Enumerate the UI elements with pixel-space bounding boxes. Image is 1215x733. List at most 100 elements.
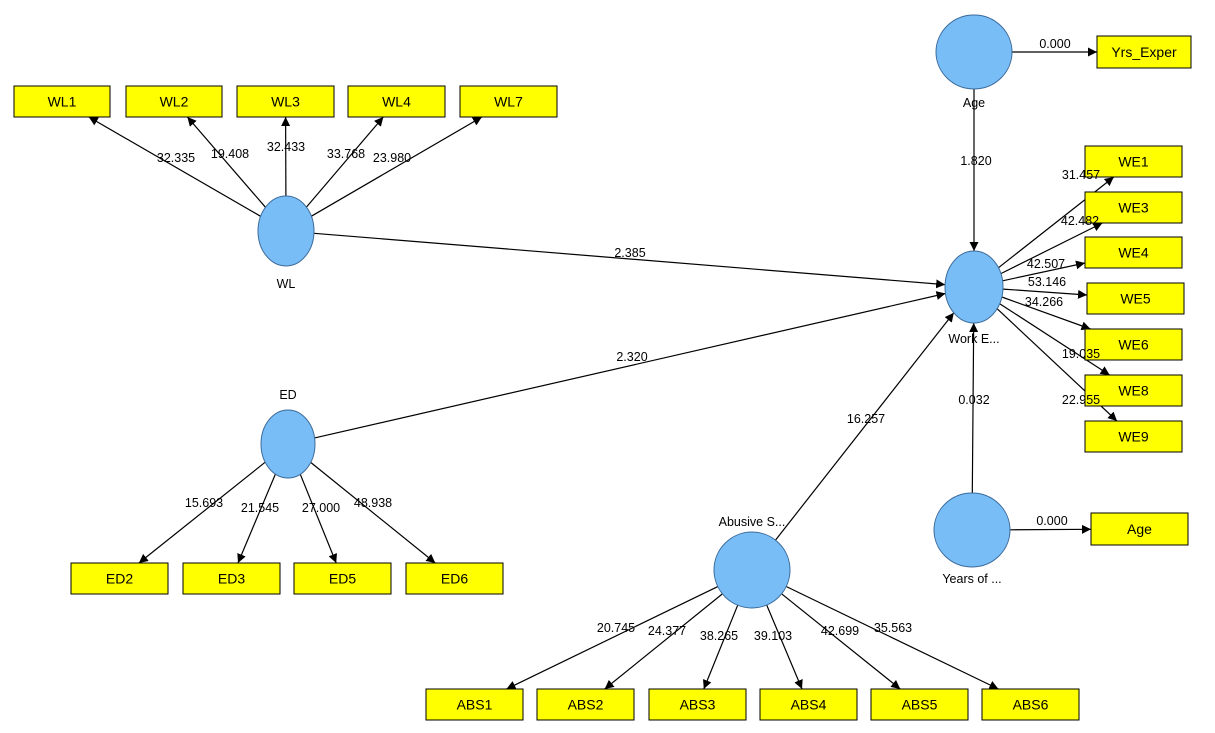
indicator-rect[interactable] — [125, 85, 223, 118]
indicator-rect[interactable] — [870, 688, 969, 721]
latent-label: Work E... — [948, 332, 999, 346]
latent-ellipse[interactable] — [260, 409, 316, 479]
path-arrow-abs-to-abs3 — [703, 604, 739, 690]
indicator-label: ABS6 — [1013, 697, 1049, 713]
indicator-box-we3[interactable]: WE3 — [1084, 191, 1183, 224]
indicator-rect[interactable] — [759, 688, 858, 721]
indicator-rect[interactable] — [1084, 145, 1183, 178]
indicator-label: WE9 — [1118, 429, 1149, 445]
indicator-box-we9[interactable]: WE9 — [1084, 420, 1183, 453]
path-arrow-yoe-to-age_ind — [1009, 524, 1092, 534]
path-arrow-ed-to-ed3 — [237, 473, 276, 564]
path-coefficient-we-to-we8: 19.035 — [1062, 347, 1100, 361]
indicator-label: ABS3 — [680, 697, 716, 713]
indicator-rect[interactable] — [405, 562, 504, 595]
latent-node-we[interactable]: Work E... — [944, 250, 1004, 346]
path-coefficient-abs-to-abs1: 20.745 — [597, 621, 635, 635]
indicator-label: Age — [1127, 521, 1152, 537]
latent-ellipse[interactable] — [713, 531, 791, 609]
indicator-box-abs3[interactable]: ABS3 — [648, 688, 747, 721]
indicator-box-we5[interactable]: WE5 — [1086, 282, 1185, 315]
path-arrow-abs-to-abs6 — [785, 585, 999, 690]
indicator-box-we8[interactable]: WE8 — [1084, 374, 1183, 407]
indicator-box-wl2[interactable]: WL2 — [125, 85, 223, 118]
indicator-rect[interactable] — [70, 562, 169, 595]
indicator-rect[interactable] — [293, 562, 392, 595]
indicator-label: ED2 — [106, 571, 133, 587]
indicator-box-abs1[interactable]: ABS1 — [425, 688, 524, 721]
path-coefficient-abs-to-abs3: 38.265 — [700, 629, 738, 643]
indicator-rect[interactable] — [13, 85, 111, 118]
path-arrow-wl-to-wl1 — [88, 116, 261, 217]
indicator-rect[interactable] — [1086, 282, 1185, 315]
indicator-label: ED3 — [218, 571, 245, 587]
indicator-rect[interactable] — [1084, 374, 1183, 407]
indicator-box-ed3[interactable]: ED3 — [182, 562, 281, 595]
indicator-box-ed5[interactable]: ED5 — [293, 562, 392, 595]
indicator-label: WE4 — [1118, 245, 1149, 261]
path-coefficient-abs-to-abs6: 35.563 — [874, 621, 912, 635]
indicator-rect[interactable] — [182, 562, 281, 595]
indicator-rect[interactable] — [1084, 191, 1183, 224]
latent-label: Abusive S... — [719, 515, 786, 529]
indicator-box-wl7[interactable]: WL7 — [459, 85, 558, 118]
path-arrow-abs-to-abs5 — [781, 593, 901, 690]
indicator-box-wl3[interactable]: WL3 — [236, 85, 335, 118]
indicator-rect[interactable] — [981, 688, 1080, 721]
latent-node-yoe[interactable]: Years of ... — [933, 492, 1011, 586]
indicator-box-ed2[interactable]: ED2 — [70, 562, 169, 595]
path-arrow-yoe-to-we — [969, 322, 979, 494]
path-coefficient-we-to-we5: 53.146 — [1028, 275, 1066, 289]
indicator-rect[interactable] — [236, 85, 335, 118]
path-coefficient-wl-to-wl4: 33.768 — [327, 147, 365, 161]
path-coefficient-ed-to-ed5: 27.000 — [302, 501, 340, 515]
indicator-rect[interactable] — [1096, 35, 1192, 69]
indicator-box-abs5[interactable]: ABS5 — [870, 688, 969, 721]
indicator-box-ed6[interactable]: ED6 — [405, 562, 504, 595]
indicator-box-wl4[interactable]: WL4 — [347, 85, 446, 118]
latent-label: Age — [963, 96, 985, 110]
indicator-box-we6[interactable]: WE6 — [1084, 328, 1183, 361]
path-arrow-ed-to-ed6 — [310, 461, 436, 564]
indicator-label: WE6 — [1118, 337, 1149, 353]
indicator-rect[interactable] — [1084, 236, 1183, 269]
indicator-rect[interactable] — [1084, 420, 1183, 453]
indicator-rect[interactable] — [1084, 328, 1183, 361]
path-arrow-we-to-we4 — [1002, 260, 1086, 282]
path-arrow-ed-to-ed2 — [138, 461, 266, 564]
latent-ellipse[interactable] — [935, 14, 1013, 90]
indicator-box-abs6[interactable]: ABS6 — [981, 688, 1080, 721]
indicator-rect[interactable] — [459, 85, 558, 118]
path-coefficient-yoe-to-age_ind: 0.000 — [1036, 514, 1067, 528]
indicator-box-we1[interactable]: WE1 — [1084, 145, 1183, 178]
indicator-box-we4[interactable]: WE4 — [1084, 236, 1183, 269]
path-arrow-wl-to-wl7 — [311, 116, 483, 217]
latent-node-ed[interactable]: ED — [260, 388, 316, 479]
latent-node-abs[interactable]: Abusive S... — [713, 515, 791, 609]
latent-ellipse[interactable] — [933, 492, 1011, 568]
indicator-label: Yrs_Exper — [1111, 44, 1177, 60]
indicator-box-abs4[interactable]: ABS4 — [759, 688, 858, 721]
indicator-rect[interactable] — [536, 688, 635, 721]
latent-node-age[interactable]: Age — [935, 14, 1013, 110]
path-coefficient-abs-to-abs5: 42.699 — [821, 624, 859, 638]
latent-ellipse[interactable] — [257, 195, 315, 267]
indicator-rect[interactable] — [425, 688, 524, 721]
indicator-box-wl1[interactable]: WL1 — [13, 85, 111, 118]
path-arrow-abs-to-abs1 — [506, 586, 719, 690]
indicator-label: WL4 — [382, 94, 411, 110]
indicator-rect[interactable] — [347, 85, 446, 118]
indicator-box-yrs_exper[interactable]: Yrs_Exper — [1096, 35, 1192, 69]
indicator-label: WL1 — [48, 94, 77, 110]
indicator-label: WE3 — [1118, 200, 1149, 216]
indicator-rect[interactable] — [648, 688, 747, 721]
indicator-box-abs2[interactable]: ABS2 — [536, 688, 635, 721]
path-coefficient-we-to-we1: 31.457 — [1062, 168, 1100, 182]
indicator-box-age_ind[interactable]: Age — [1090, 512, 1189, 546]
indicator-label: WE5 — [1120, 291, 1151, 307]
latent-node-wl[interactable]: WL — [257, 195, 315, 291]
latent-ellipse[interactable] — [944, 250, 1004, 324]
path-coefficient-ed-to-ed3: 21.545 — [241, 501, 279, 515]
path-coefficient-ed-to-we: 2.320 — [616, 350, 647, 364]
indicator-rect[interactable] — [1090, 512, 1189, 546]
